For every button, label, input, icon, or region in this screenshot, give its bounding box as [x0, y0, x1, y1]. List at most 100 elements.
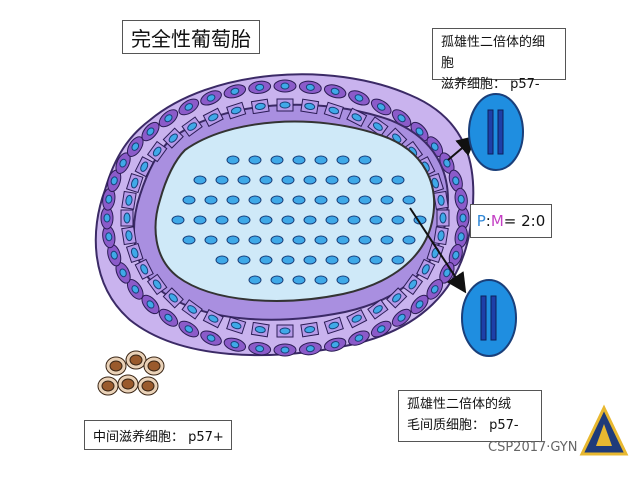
stroma-nucleus — [237, 215, 251, 225]
ring-cell-nucleus — [208, 314, 219, 323]
label-androgenetic-stroma: 孤雄性二倍体的绒 毛间质细胞： p57- — [398, 390, 542, 442]
stroma-nucleus — [248, 235, 262, 245]
stroma-nucleus — [215, 255, 229, 265]
intermediate-cell-nucleus — [121, 378, 135, 390]
ring-cell-nucleus — [372, 122, 383, 131]
outer-cell-nucleus — [397, 313, 406, 322]
stroma-nucleus — [270, 155, 284, 165]
outer-cell-nucleus — [280, 346, 290, 354]
ring-cell-nucleus — [230, 106, 242, 115]
stroma-nucleus — [336, 195, 350, 205]
stroma-nucleus — [215, 215, 229, 225]
outer-cell-nucleus — [164, 313, 173, 322]
outer-cell-nucleus — [255, 345, 265, 353]
stroma-nucleus — [281, 255, 295, 265]
outer-cell-nucleus — [230, 341, 240, 349]
stroma-nucleus — [314, 195, 328, 205]
stroma-nucleus — [325, 215, 339, 225]
label-top-line1: 孤雄性二倍体的细胞 — [441, 35, 546, 71]
stroma-nucleus — [204, 235, 218, 245]
ring-cell-nucleus — [372, 305, 383, 314]
stroma-nucleus — [270, 235, 284, 245]
stroma-nucleus — [391, 175, 405, 185]
ratio-value: = 2:0 — [503, 212, 546, 230]
outer-cell-nucleus — [354, 334, 364, 342]
villous-stroma — [154, 120, 436, 302]
outer-cell-nucleus — [146, 127, 155, 136]
stroma-nucleus — [292, 235, 306, 245]
ring-cell-nucleus — [304, 326, 316, 334]
outer-cell-nucleus — [119, 158, 127, 168]
stroma-nucleus — [182, 195, 196, 205]
stroma-nucleus — [171, 215, 185, 225]
stroma-nucleus — [226, 155, 240, 165]
ring-cell-nucleus — [328, 106, 340, 115]
stroma-nucleus — [248, 275, 262, 285]
stroma-nucleus — [259, 255, 273, 265]
outer-cell-nucleus — [206, 334, 216, 342]
ring-cell-nucleus — [408, 279, 418, 290]
stroma-nucleus — [380, 195, 394, 205]
ratio-colon: : — [485, 212, 491, 230]
outer-cell-nucleus — [103, 213, 111, 223]
stroma-nucleus — [226, 195, 240, 205]
outer-cell-nucleus — [415, 127, 424, 136]
outer-cell-nucleus — [354, 94, 364, 102]
outer-cell-nucleus — [230, 87, 240, 95]
outer-cell-nucleus — [110, 176, 118, 186]
ring-cell-nucleus — [328, 321, 340, 330]
stroma-nucleus — [347, 215, 361, 225]
stroma-nucleus — [369, 255, 383, 265]
outer-cell-nucleus — [376, 103, 386, 111]
intermediate-cell-nucleus — [141, 380, 155, 392]
stroma-nucleus — [336, 155, 350, 165]
ring-cell-nucleus — [230, 321, 242, 330]
stroma-nucleus — [347, 175, 361, 185]
watermark-text: CSP2017·GYN — [488, 440, 578, 455]
outer-cell-nucleus — [206, 94, 216, 102]
intermediate-cell-nucleus — [109, 360, 123, 372]
outer-cell-nucleus — [131, 285, 140, 294]
stroma-nucleus — [248, 155, 262, 165]
stroma-nucleus — [303, 255, 317, 265]
label-androgenetic-trophoblast: 孤雄性二倍体的细胞 滋养细胞： p57- — [432, 28, 566, 92]
ring-cell-nucleus — [392, 293, 402, 303]
stroma-nucleus — [292, 275, 306, 285]
stroma-nucleus — [358, 195, 372, 205]
ratio-p: P — [476, 212, 486, 230]
stroma-nucleus — [402, 195, 416, 205]
outer-cell-nucleus — [452, 176, 460, 186]
outer-cell-nucleus — [443, 158, 451, 168]
ring-cell-nucleus — [351, 113, 362, 122]
stroma-nucleus — [204, 195, 218, 205]
arrow-to-bottom-cell — [409, 207, 467, 294]
outer-cell-nucleus — [452, 250, 460, 260]
stroma-nucleus — [259, 215, 273, 225]
stroma-nucleus — [270, 195, 284, 205]
stroma-nucleus — [369, 215, 383, 225]
stroma-nucleus — [314, 155, 328, 165]
outer-cell-nucleus — [459, 213, 467, 223]
intermediate-cell-nucleus — [101, 380, 115, 392]
androgenetic-cell-bottom — [461, 279, 517, 357]
stroma-nucleus — [336, 275, 350, 285]
ring-cell-nucleus — [152, 146, 162, 157]
stroma-nucleus — [380, 235, 394, 245]
ring-cell-nucleus — [351, 314, 362, 323]
outer-cell-nucleus — [184, 325, 194, 333]
ring-cell-nucleus — [208, 113, 219, 122]
stroma-nucleus — [281, 215, 295, 225]
outer-cell-nucleus — [184, 103, 194, 111]
ring-cell-nucleus — [140, 161, 149, 172]
ring-cell-nucleus — [187, 305, 198, 314]
outer-cell-nucleus — [430, 142, 439, 151]
androgenetic-cell-top — [468, 93, 524, 171]
ring-cell-nucleus — [130, 247, 139, 259]
ring-cell-nucleus — [168, 293, 178, 303]
stroma-nucleus — [270, 275, 284, 285]
stroma-nucleus — [303, 215, 317, 225]
ring-cell-nucleus — [437, 230, 445, 242]
outer-cell-nucleus — [415, 300, 424, 309]
